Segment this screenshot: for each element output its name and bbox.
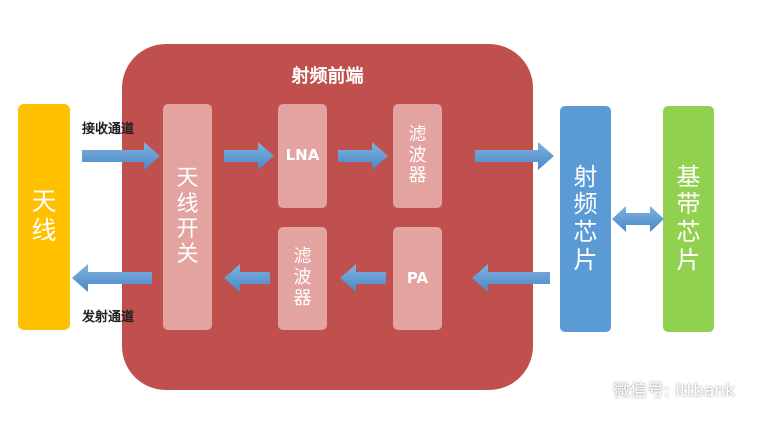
tx-arrow-filter-to-switch [224, 264, 270, 292]
vertical-char: 线 [31, 216, 57, 245]
vertical-char: 滤 [408, 123, 427, 145]
antenna-switch-block: 天线开关 [163, 104, 212, 330]
lna-block: LNA [278, 104, 327, 208]
vertical-char: 波 [293, 267, 312, 289]
baseband-chip-label: 基带芯片 [676, 162, 701, 274]
rx-arrow-filter-to-rfchip [475, 142, 554, 170]
tx-filter-label: 滤波器 [294, 247, 312, 309]
rf-chip-block: 射频芯片 [560, 106, 611, 332]
watermark: 微信号: ittbank [583, 374, 735, 402]
vertical-char: 射 [573, 162, 598, 191]
pa-block: PA [393, 227, 442, 330]
vertical-char: 开 [176, 217, 199, 242]
antenna-label: 天线 [31, 187, 57, 246]
antenna-switch-label: 天线开关 [176, 166, 198, 267]
lna-label: LNA [285, 146, 320, 165]
vertical-char: 波 [408, 144, 427, 166]
vertical-char: 芯 [676, 218, 701, 246]
rf-chip-label: 射频芯片 [573, 162, 598, 274]
rx-arrow-antenna-to-switch [82, 142, 160, 170]
watermark-text: 微信号: ittbank [613, 380, 736, 401]
baseband-chip-block: 基带芯片 [663, 106, 714, 332]
rx-path-label: 接收通道 [82, 122, 135, 137]
vertical-char: 带 [676, 190, 701, 219]
vertical-char: 器 [293, 287, 312, 309]
wechat-icon [583, 378, 607, 396]
tx-path-label: 发射通道 [82, 310, 135, 325]
rx-filter-label: 滤波器 [408, 123, 427, 187]
rx-arrow-lna-to-filter [338, 142, 388, 170]
vertical-char: 关 [176, 242, 199, 268]
rf-frontend-title: 射频前端 [291, 66, 364, 87]
rx-arrow-switch-to-lna [224, 142, 274, 170]
tx-filter-block: 滤波器 [278, 227, 327, 330]
bidirectional-arrow-rf-baseband [612, 206, 664, 232]
vertical-char: 片 [676, 245, 701, 274]
vertical-char: 基 [676, 162, 701, 191]
pa-label: PA [406, 268, 429, 287]
vertical-char: 滤 [293, 246, 312, 268]
vertical-char: 芯 [573, 218, 598, 246]
vertical-char: 线 [176, 191, 199, 217]
rx-filter-block: 滤波器 [393, 104, 442, 208]
vertical-char: 频 [573, 190, 598, 219]
tx-arrow-switch-to-antenna [72, 264, 152, 292]
vertical-char: 天 [176, 166, 199, 192]
tx-arrow-pa-to-filter [340, 264, 386, 292]
vertical-char: 器 [408, 165, 427, 187]
antenna-block: 天线 [18, 104, 70, 330]
vertical-char: 片 [573, 245, 598, 274]
vertical-char: 天 [31, 187, 57, 217]
tx-arrow-rfchip-to-pa [472, 264, 550, 292]
